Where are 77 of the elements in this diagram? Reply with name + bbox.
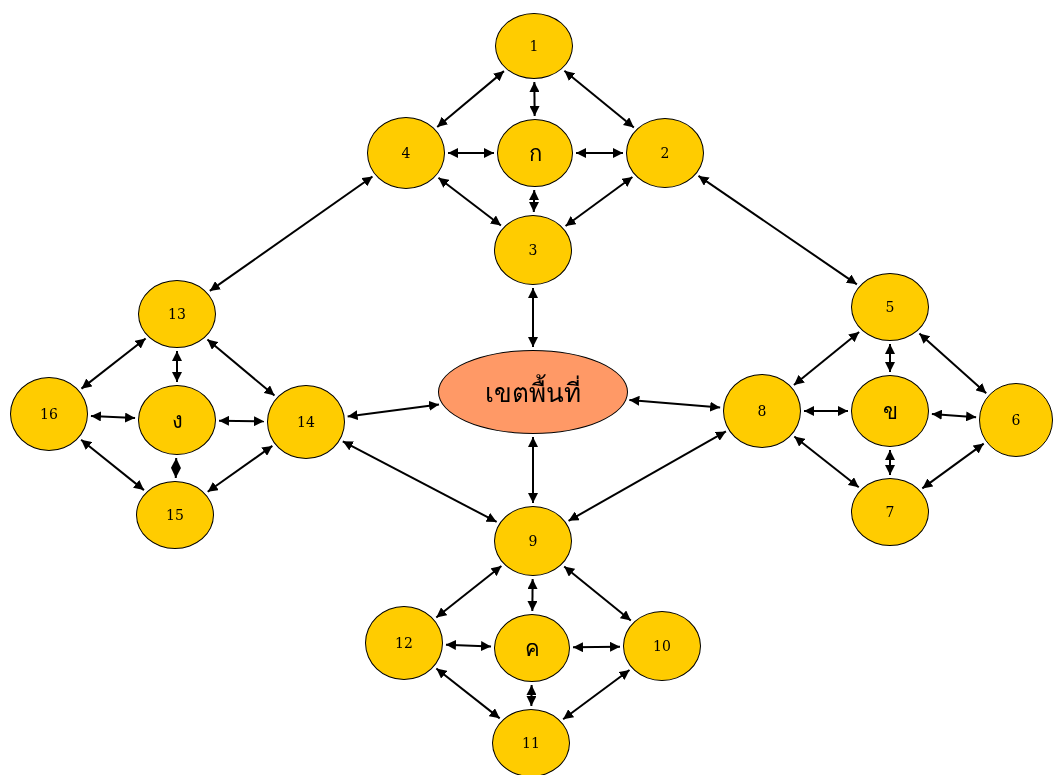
node-label: 7 — [885, 504, 895, 520]
double-arrow — [528, 287, 538, 348]
double-arrow — [528, 436, 538, 504]
node-label: ก — [528, 139, 542, 168]
node-label: 9 — [528, 533, 538, 549]
ellipse-node — [851, 478, 929, 546]
ellipse-node — [492, 709, 570, 775]
double-arrow — [435, 667, 501, 720]
node-label: เขตพื้นที่ — [485, 371, 581, 413]
node-label: ค — [524, 634, 540, 663]
double-arrow — [171, 457, 181, 479]
double-arrow — [697, 174, 858, 286]
double-arrow — [793, 435, 860, 489]
double-arrow — [792, 331, 861, 387]
double-arrow — [529, 81, 540, 117]
node-label: 8 — [757, 403, 767, 419]
node-label: 3 — [528, 242, 538, 258]
double-arrow — [563, 69, 635, 129]
double-arrow — [885, 343, 895, 373]
node-label: 12 — [395, 635, 413, 651]
ellipse-node — [138, 280, 216, 348]
double-arrow — [529, 189, 540, 213]
double-arrow — [885, 449, 895, 476]
double-arrow — [172, 350, 182, 383]
double-arrow — [444, 640, 493, 651]
ellipse-node — [723, 374, 801, 448]
double-arrow — [89, 411, 137, 423]
double-arrow — [572, 641, 621, 653]
node-label: 1 — [529, 38, 539, 54]
ellipse-node — [851, 273, 929, 341]
ellipse-node — [623, 611, 701, 681]
node-label: 4 — [401, 145, 411, 161]
double-arrow — [921, 442, 985, 490]
double-arrow — [436, 70, 505, 128]
node-label: 10 — [653, 638, 671, 654]
double-arrow — [80, 337, 147, 390]
ellipse-node — [267, 385, 345, 459]
ellipse-node — [626, 118, 704, 188]
ellipse-node — [979, 383, 1053, 457]
ellipse-node — [495, 13, 573, 79]
node-label: 16 — [40, 406, 58, 422]
double-arrow — [567, 430, 727, 522]
double-arrow — [341, 440, 498, 523]
node-label: 6 — [1011, 412, 1021, 428]
ellipse-node — [494, 215, 572, 285]
double-arrow — [346, 400, 440, 421]
ellipse-node — [494, 506, 572, 576]
double-arrow — [562, 669, 631, 721]
double-arrow — [527, 578, 538, 612]
node-label: ง — [171, 406, 183, 435]
ellipse-node — [365, 606, 443, 680]
ellipse-node — [367, 117, 445, 189]
double-arrow — [628, 395, 722, 412]
node-label: 11 — [522, 735, 540, 751]
node-label: 14 — [297, 414, 315, 430]
double-arrow — [435, 565, 503, 619]
double-arrow — [437, 176, 502, 227]
node-label: 15 — [166, 507, 184, 523]
double-arrow — [526, 684, 537, 707]
double-arrow — [564, 175, 634, 228]
double-arrow — [918, 332, 988, 395]
double-arrow — [563, 565, 632, 622]
double-arrow — [206, 444, 274, 493]
node-label: 5 — [885, 299, 895, 315]
ellipse-node — [136, 481, 214, 549]
double-arrow — [208, 175, 374, 292]
double-arrow — [447, 148, 495, 158]
double-arrow — [206, 338, 276, 397]
node-label: 2 — [660, 145, 670, 161]
double-arrow — [803, 406, 849, 416]
double-arrow — [218, 415, 265, 427]
node-label: 13 — [168, 306, 186, 322]
double-arrow — [80, 438, 145, 492]
double-arrow — [575, 148, 624, 158]
ellipse-node — [10, 377, 88, 451]
double-arrow — [930, 409, 978, 422]
node-label: ข — [882, 397, 898, 426]
